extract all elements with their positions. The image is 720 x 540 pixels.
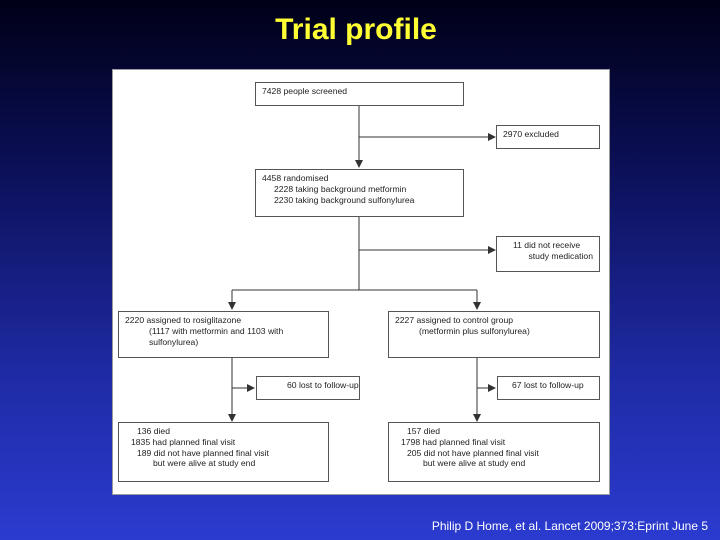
- outcome-rosi-alive: but were alive at study end: [153, 458, 256, 469]
- outcome-control-alive: but were alive at study end: [423, 458, 526, 469]
- rosiglitazone-detail-1: (1117 with metformin and 1103 with: [149, 325, 284, 336]
- lost-rosi-text: 60 lost to follow-up: [287, 380, 359, 390]
- control-detail: (metformin plus sulfonylurea): [419, 325, 530, 336]
- outcome-control-no-final-visit: 205 did not have planned final visit: [407, 447, 539, 458]
- excluded-box: 2970 excluded: [496, 125, 600, 149]
- flow-connectors: [228, 106, 496, 422]
- citation-text: Philip D Home, et al. Lancet 2009;373:Ep…: [431, 519, 708, 533]
- slide-title: Trial profile: [275, 13, 437, 46]
- outcome-control-final-visit: 1798 had planned final visit: [401, 436, 506, 447]
- randomised-sulfonylurea: 2230 taking background sulfonylurea: [274, 194, 415, 205]
- no-medication-box: 11 did not receive study medication: [496, 236, 600, 272]
- outcome-control-box: 157 died 1798 had planned final visit 20…: [388, 422, 600, 482]
- randomised-metformin: 2228 taking background metformin: [274, 183, 407, 194]
- excluded-text: 2970 excluded: [503, 129, 559, 139]
- outcome-control-died: 157 died: [407, 426, 440, 436]
- control-assigned: 2227 assigned to control group: [395, 315, 514, 325]
- no-medication-line1: 11 did not receive: [513, 240, 581, 250]
- rosiglitazone-assigned: 2220 assigned to rosiglitazone: [125, 315, 242, 325]
- lost-control-box: 67 lost to follow-up: [497, 376, 600, 400]
- screened-box: 7428 people screened: [255, 82, 464, 106]
- randomised-box: 4458 randomised 2228 taking background m…: [255, 169, 464, 217]
- trial-profile-flowchart: 7428 people screened 2970 excluded 4458 …: [112, 69, 610, 495]
- rosiglitazone-detail-2: sulfonylurea): [149, 336, 199, 347]
- outcome-rosi-box: 136 died 1835 had planned final visit 18…: [118, 422, 329, 482]
- rosiglitazone-box: 2220 assigned to rosiglitazone (1117 wit…: [118, 311, 329, 358]
- control-box: 2227 assigned to control group (metformi…: [388, 311, 600, 358]
- outcome-rosi-no-final-visit: 189 did not have planned final visit: [137, 447, 269, 458]
- lost-rosi-box: 60 lost to follow-up: [256, 376, 360, 400]
- outcome-rosi-final-visit: 1835 had planned final visit: [131, 436, 236, 447]
- no-medication-line2: study medication: [528, 250, 594, 261]
- lost-control-text: 67 lost to follow-up: [512, 380, 584, 390]
- randomised-total: 4458 randomised: [262, 173, 329, 183]
- outcome-rosi-died: 136 died: [137, 426, 170, 436]
- screened-text: 7428 people screened: [262, 86, 348, 96]
